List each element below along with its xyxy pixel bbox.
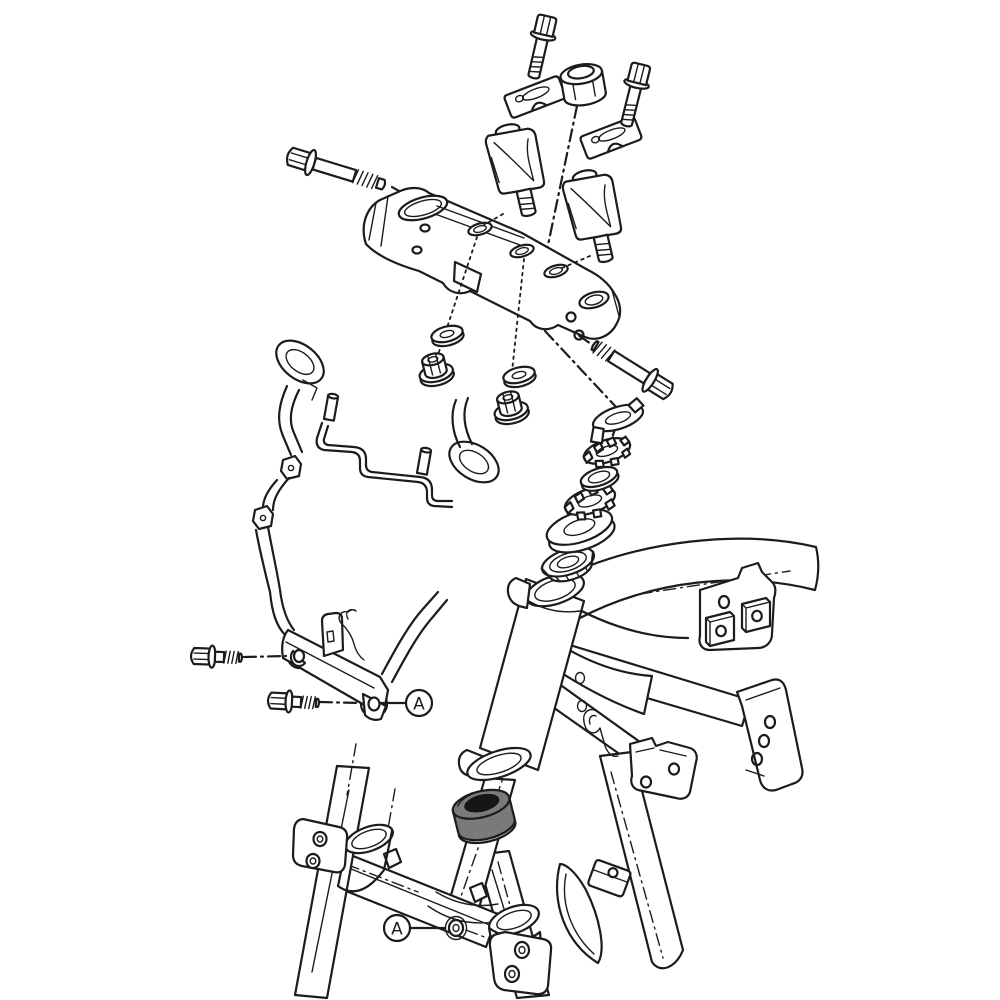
callout-a-bracket: A (379, 688, 434, 718)
steering-stem-nut (559, 63, 607, 107)
handlebar-holder-bolt-left (527, 13, 558, 80)
headlight-bracket-bolt-upper (189, 644, 244, 669)
bolt-leader-lower (318, 700, 362, 705)
steering-stem-side-bolt (590, 340, 674, 401)
steering-adjust-washer (579, 465, 620, 492)
headlight-bracket (251, 339, 500, 721)
steering-dust-seal-washer (545, 508, 616, 554)
bottom-bridge-right-boss (487, 903, 553, 996)
frame-hose-clip (583, 708, 619, 758)
frame-backbone-tube (563, 537, 820, 621)
steering-lock-washer (589, 397, 645, 445)
steering-lower-bearing (451, 788, 517, 845)
frame (538, 537, 820, 970)
steering-adjust-nut-upper (582, 435, 632, 469)
headlight-bracket-lower-mount-hole (367, 696, 381, 712)
headlight-bracket-post-right (415, 446, 433, 476)
frame-head-gusset (550, 638, 654, 716)
bottom-bridge-left-boss (291, 817, 394, 893)
headlight-bracket-bolt-lower (266, 689, 321, 714)
headlight-bracket-bottom-plate (281, 608, 390, 721)
handlebar-holder-bolt-right (620, 61, 652, 128)
callout-a-bracket-label: A (413, 695, 425, 715)
assembly-dotted-lines (434, 213, 591, 401)
headlight-bracket-ear-left (275, 339, 325, 385)
fender-stay-blade (556, 862, 603, 965)
callout-a-bottom-bridge: A (382, 913, 447, 943)
frame-head-tube (478, 572, 586, 772)
callout-a-bottom-bridge-label: A (391, 920, 403, 940)
frame-engine-bracket (698, 561, 777, 652)
frame-plate-bracket-right (735, 678, 804, 792)
frame-plate-bracket-lower (628, 736, 698, 800)
holder-washer-rear (502, 365, 537, 389)
handlebar-lower-holder-left (484, 123, 546, 218)
handlebar-upper-bracket (362, 186, 622, 341)
headlight-bracket-upper-mount-hole (292, 648, 306, 664)
steering-upper-bearing (540, 546, 596, 583)
frame-tab-bracket (587, 858, 632, 898)
front-fork-tube-left (293, 743, 396, 1000)
holder-flange-nut-front (418, 352, 455, 388)
holder-washer-front (430, 324, 465, 348)
fork-pinch-bolt-upper (285, 146, 387, 191)
bottom-bridge-pinch-bolt-hole (444, 915, 468, 941)
handlebar-upper-holder-left (503, 75, 567, 119)
bolt-leader-upper (242, 654, 288, 659)
holder-flange-nut-rear (493, 390, 530, 426)
steering-stem-dust-seat (457, 746, 532, 782)
headlight-bracket-ear-right (448, 440, 500, 484)
headlight-bracket-post-left (322, 392, 340, 422)
handlebar-lower-holder-right (561, 169, 623, 264)
bottom-bridge (323, 847, 553, 996)
